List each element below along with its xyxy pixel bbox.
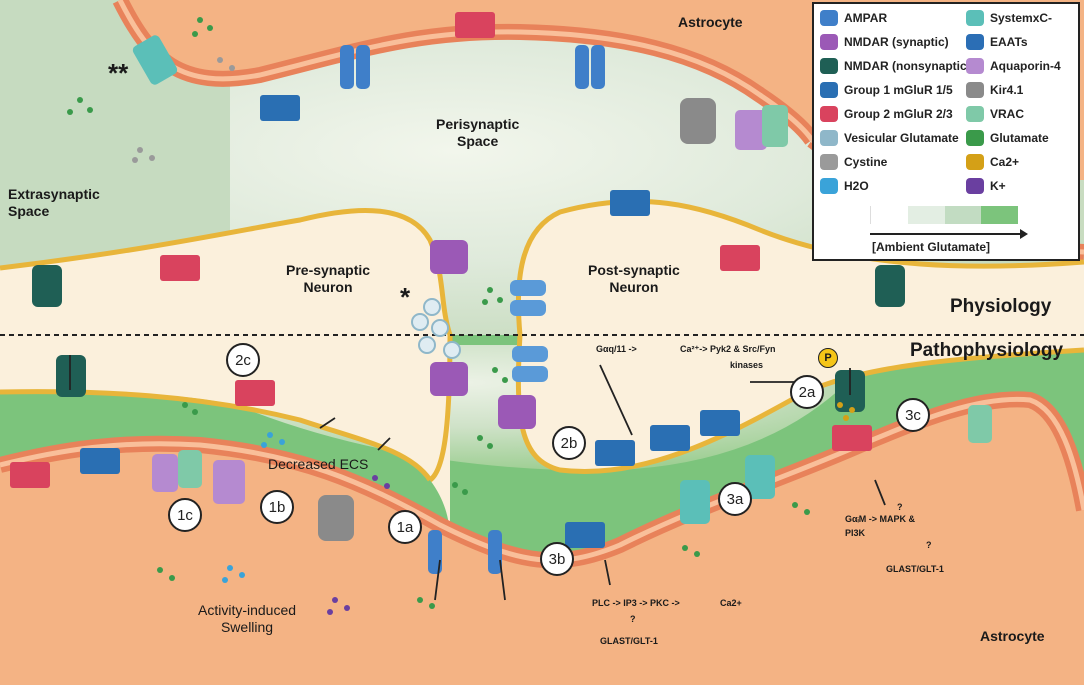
calcium-dots <box>837 402 855 421</box>
gradient-step-1 <box>870 206 908 224</box>
aquaporin-icon <box>966 58 984 74</box>
step-3b: 3b <box>540 542 574 576</box>
legend-label: SystemxC- <box>990 11 1053 25</box>
legend-label: Kir4.1 <box>990 83 1024 97</box>
legend-label: Aquaporin-4 <box>990 59 1061 73</box>
pi3k-label: PI3K <box>845 528 866 538</box>
step-2b: 2b <box>552 426 586 460</box>
presynaptic-label: Pre-synaptic Neuron <box>286 262 371 295</box>
astrocyte-bottom-membrane-inner <box>0 396 1084 563</box>
aquaporin-channels <box>152 110 767 504</box>
presynaptic-neuron-outline <box>0 207 453 336</box>
legend-label: NMDAR (nonsynaptic) <box>844 59 971 73</box>
legend-label: Group 1 mGluR 1/5 <box>844 83 953 97</box>
astrocyte-bottom-label: Astrocyte <box>980 628 1045 644</box>
gradient-bar <box>870 206 1018 224</box>
calcium-icon <box>966 154 984 170</box>
step-1b: 1b <box>260 490 294 524</box>
gaq-label: Gαq/11 -> <box>596 344 637 354</box>
swelling-label: Activity-induced Swelling <box>198 602 297 635</box>
mglur2-receptors <box>10 12 872 488</box>
eaat-transporters <box>340 45 605 574</box>
eaat-icon <box>966 34 984 50</box>
step-1a: 1a <box>388 510 422 544</box>
systemxc-icon <box>966 10 984 26</box>
potassium-icon <box>966 178 984 194</box>
legend-label: K+ <box>990 179 1006 193</box>
astrocyte-top-label: Astrocyte <box>678 14 743 30</box>
nmdar-nonsynaptic-icon <box>820 58 838 74</box>
astrocyte-top-body <box>120 0 812 140</box>
systemxc-transporters <box>132 35 775 524</box>
question-2: ? <box>897 502 903 512</box>
mglur1-icon <box>820 82 838 98</box>
star-marker: * <box>400 282 411 312</box>
glast-down-label: GLAST/GLT-1 <box>600 636 658 646</box>
pathophysiology-label: Pathophysiology <box>910 340 1064 361</box>
mglur2-icon <box>820 106 838 122</box>
gai-label: GαᵢM -> MAPK & <box>845 514 916 524</box>
water-icon <box>820 178 838 194</box>
patho-presynaptic-body <box>0 335 450 540</box>
question-3: ? <box>926 540 932 550</box>
legend-label: AMPAR <box>844 11 888 25</box>
extrasynaptic-label: Extrasynaptic Space <box>8 186 100 219</box>
water-dots <box>222 432 285 583</box>
glast-up-label: GLAST/GLT-1 <box>886 564 944 574</box>
legend-label: H2O <box>844 179 869 193</box>
postsynaptic-neuron-body <box>518 201 1084 335</box>
legend-label: EAATs <box>990 35 1028 49</box>
gradient-label: [Ambient Glutamate] <box>872 240 991 254</box>
legend-label: NMDAR (synaptic) <box>844 35 949 49</box>
step-2a: 2a <box>790 375 824 409</box>
perisynaptic-label: Perisynaptic Space <box>436 116 520 149</box>
cystine-dots <box>132 57 235 163</box>
legend-label: Vesicular Glutamate <box>844 131 959 145</box>
plc-label: PLC -> IP3 -> PKC -> <box>592 598 680 608</box>
legend-label: Ca2+ <box>990 155 1020 169</box>
nmdar-synaptic-receptors <box>430 240 536 429</box>
kir-channels <box>318 98 716 541</box>
ampar-icon <box>820 10 838 26</box>
glutamate-icon <box>966 130 984 146</box>
legend-label: Group 2 mGluR 2/3 <box>844 107 953 121</box>
mglur1-receptors <box>80 95 740 548</box>
double-star-marker: ** <box>108 58 129 88</box>
step-2c: 2c <box>226 343 260 377</box>
vrac-channels <box>178 105 992 488</box>
gradient-step-2 <box>907 206 945 224</box>
gaq-kinases-label: kinases <box>730 360 764 370</box>
legend: AMPAR NMDAR (synaptic) NMDAR (nonsynaptic)… <box>812 2 1080 261</box>
patho-postsynaptic-outline <box>515 334 1084 475</box>
cystine-icon <box>820 154 838 170</box>
potassium-dots <box>327 475 390 615</box>
glutamate-dots <box>67 17 810 609</box>
question-1: ? <box>630 614 636 624</box>
legend-label: Glutamate <box>990 131 1049 145</box>
legend-label: VRAC <box>990 107 1025 121</box>
gradient-step-4 <box>981 206 1018 224</box>
presynaptic-neuron-body <box>0 211 450 335</box>
vrac-icon <box>966 106 984 122</box>
phospho-badge: P <box>818 348 838 368</box>
gradient-step-3 <box>944 206 982 224</box>
postsynaptic-neuron-outline <box>515 198 1084 336</box>
vesicle-icon <box>820 130 838 146</box>
step-3a: 3a <box>718 482 752 516</box>
ampar-receptors <box>510 280 548 382</box>
gaq-calcium-label: Ca²⁺-> Pyk2 & Src/Fyn <box>680 344 776 354</box>
kir-icon <box>966 82 984 98</box>
postsynaptic-label: Post-synaptic Neuron <box>588 262 680 295</box>
plc-ca-label: Ca2+ <box>720 598 742 608</box>
gradient-arrow <box>870 229 1028 239</box>
vesicles <box>411 298 461 359</box>
nmdar-synaptic-icon <box>820 34 838 50</box>
step-3c: 3c <box>896 398 930 432</box>
legend-label: Cystine <box>844 155 888 169</box>
physiology-label: Physiology <box>950 296 1052 317</box>
step-1c: 1c <box>168 498 202 532</box>
decreased-ecs-label: Decreased ECS <box>268 456 369 472</box>
